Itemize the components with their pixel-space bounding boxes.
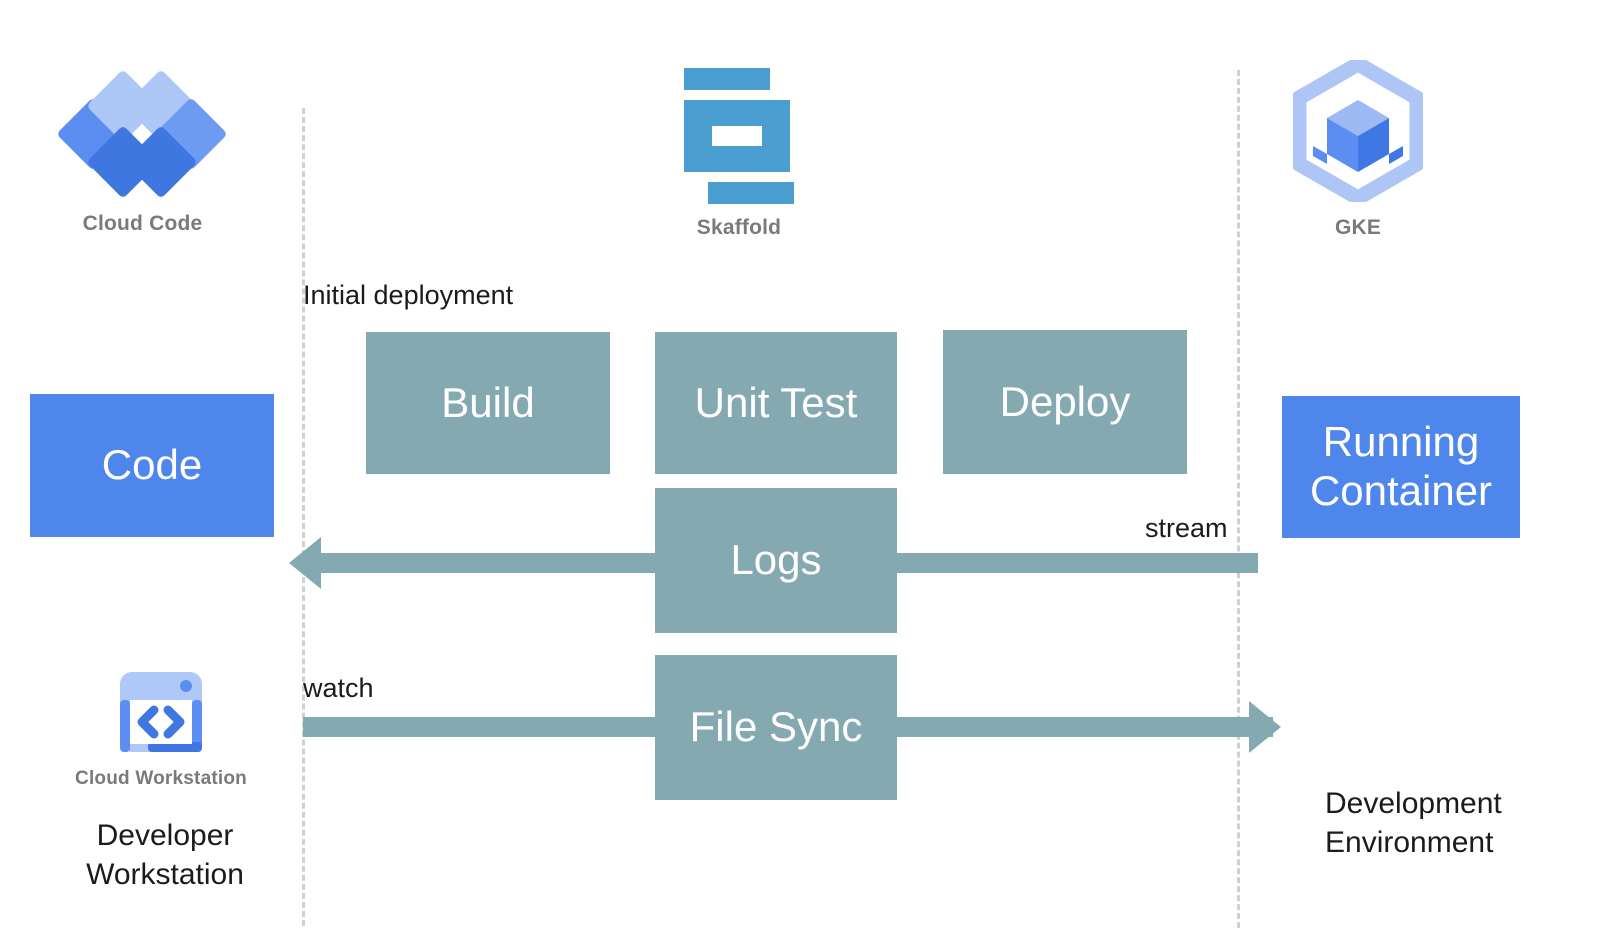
development-environment-label: Development Environment: [1325, 784, 1502, 862]
logo-skaffold: Skaffold: [676, 68, 802, 240]
logs-stream-arrow-head: [289, 537, 321, 589]
file-sync-arrow-head: [1249, 701, 1281, 753]
development-environment-label-line1: Development: [1325, 787, 1502, 820]
code-box-label: Code: [101, 441, 203, 489]
gke-icon: [1291, 56, 1425, 206]
stage-label-unit-test: Unit Test: [694, 378, 858, 426]
logo-caption-skaffold: Skaffold: [696, 216, 782, 239]
logo-cloud-code: Cloud Code: [35, 69, 250, 236]
development-environment-label-line2: Environment: [1325, 826, 1494, 859]
stage-box-unit-test[interactable]: Unit Test: [655, 332, 897, 474]
logo-caption-gke: GKE: [1334, 216, 1382, 239]
running-container-label-line1: Running: [1322, 418, 1480, 466]
stage-box-deploy[interactable]: Deploy: [943, 330, 1187, 474]
developer-workstation-label: Developer Workstation: [60, 816, 270, 894]
developer-workstation-label-line1: Developer: [96, 819, 234, 852]
running-container-box[interactable]: Running Container: [1282, 396, 1520, 538]
logo-caption-cloud-code: Cloud Code: [82, 212, 203, 235]
gke-icon-svg: [1291, 56, 1425, 206]
boundary-line-developer-workstation: [302, 108, 305, 926]
skaffold-icon: [676, 68, 802, 204]
logs-box-label: Logs: [730, 536, 822, 584]
stage-label-build: Build: [441, 378, 535, 426]
file-sync-box-label: File Sync: [689, 703, 863, 751]
cloud-workstation-caption: Cloud Workstation: [75, 768, 247, 789]
logs-box[interactable]: Logs: [655, 488, 897, 633]
cloud-workstation-block: Cloud Workstation: [58, 666, 264, 790]
developer-workstation-label-line2: Workstation: [86, 858, 244, 891]
cloud-workstation-icon-svg: [120, 672, 202, 752]
stage-label-deploy: Deploy: [999, 377, 1131, 425]
file-sync-box[interactable]: File Sync: [655, 655, 897, 800]
boundary-line-development-environment: [1237, 70, 1240, 928]
annotation-stream: stream: [1145, 513, 1228, 543]
cloud-code-icon: [55, 69, 228, 199]
running-container-label-line2: Container: [1309, 467, 1493, 514]
annotation-watch: watch: [303, 673, 374, 703]
stage-box-build[interactable]: Build: [366, 332, 610, 474]
code-box[interactable]: Code: [30, 394, 274, 537]
logo-gke: GKE: [1291, 56, 1425, 240]
annotation-initial-deployment: Initial deployment: [303, 280, 514, 310]
cloud-workstation-icon: [116, 666, 206, 758]
